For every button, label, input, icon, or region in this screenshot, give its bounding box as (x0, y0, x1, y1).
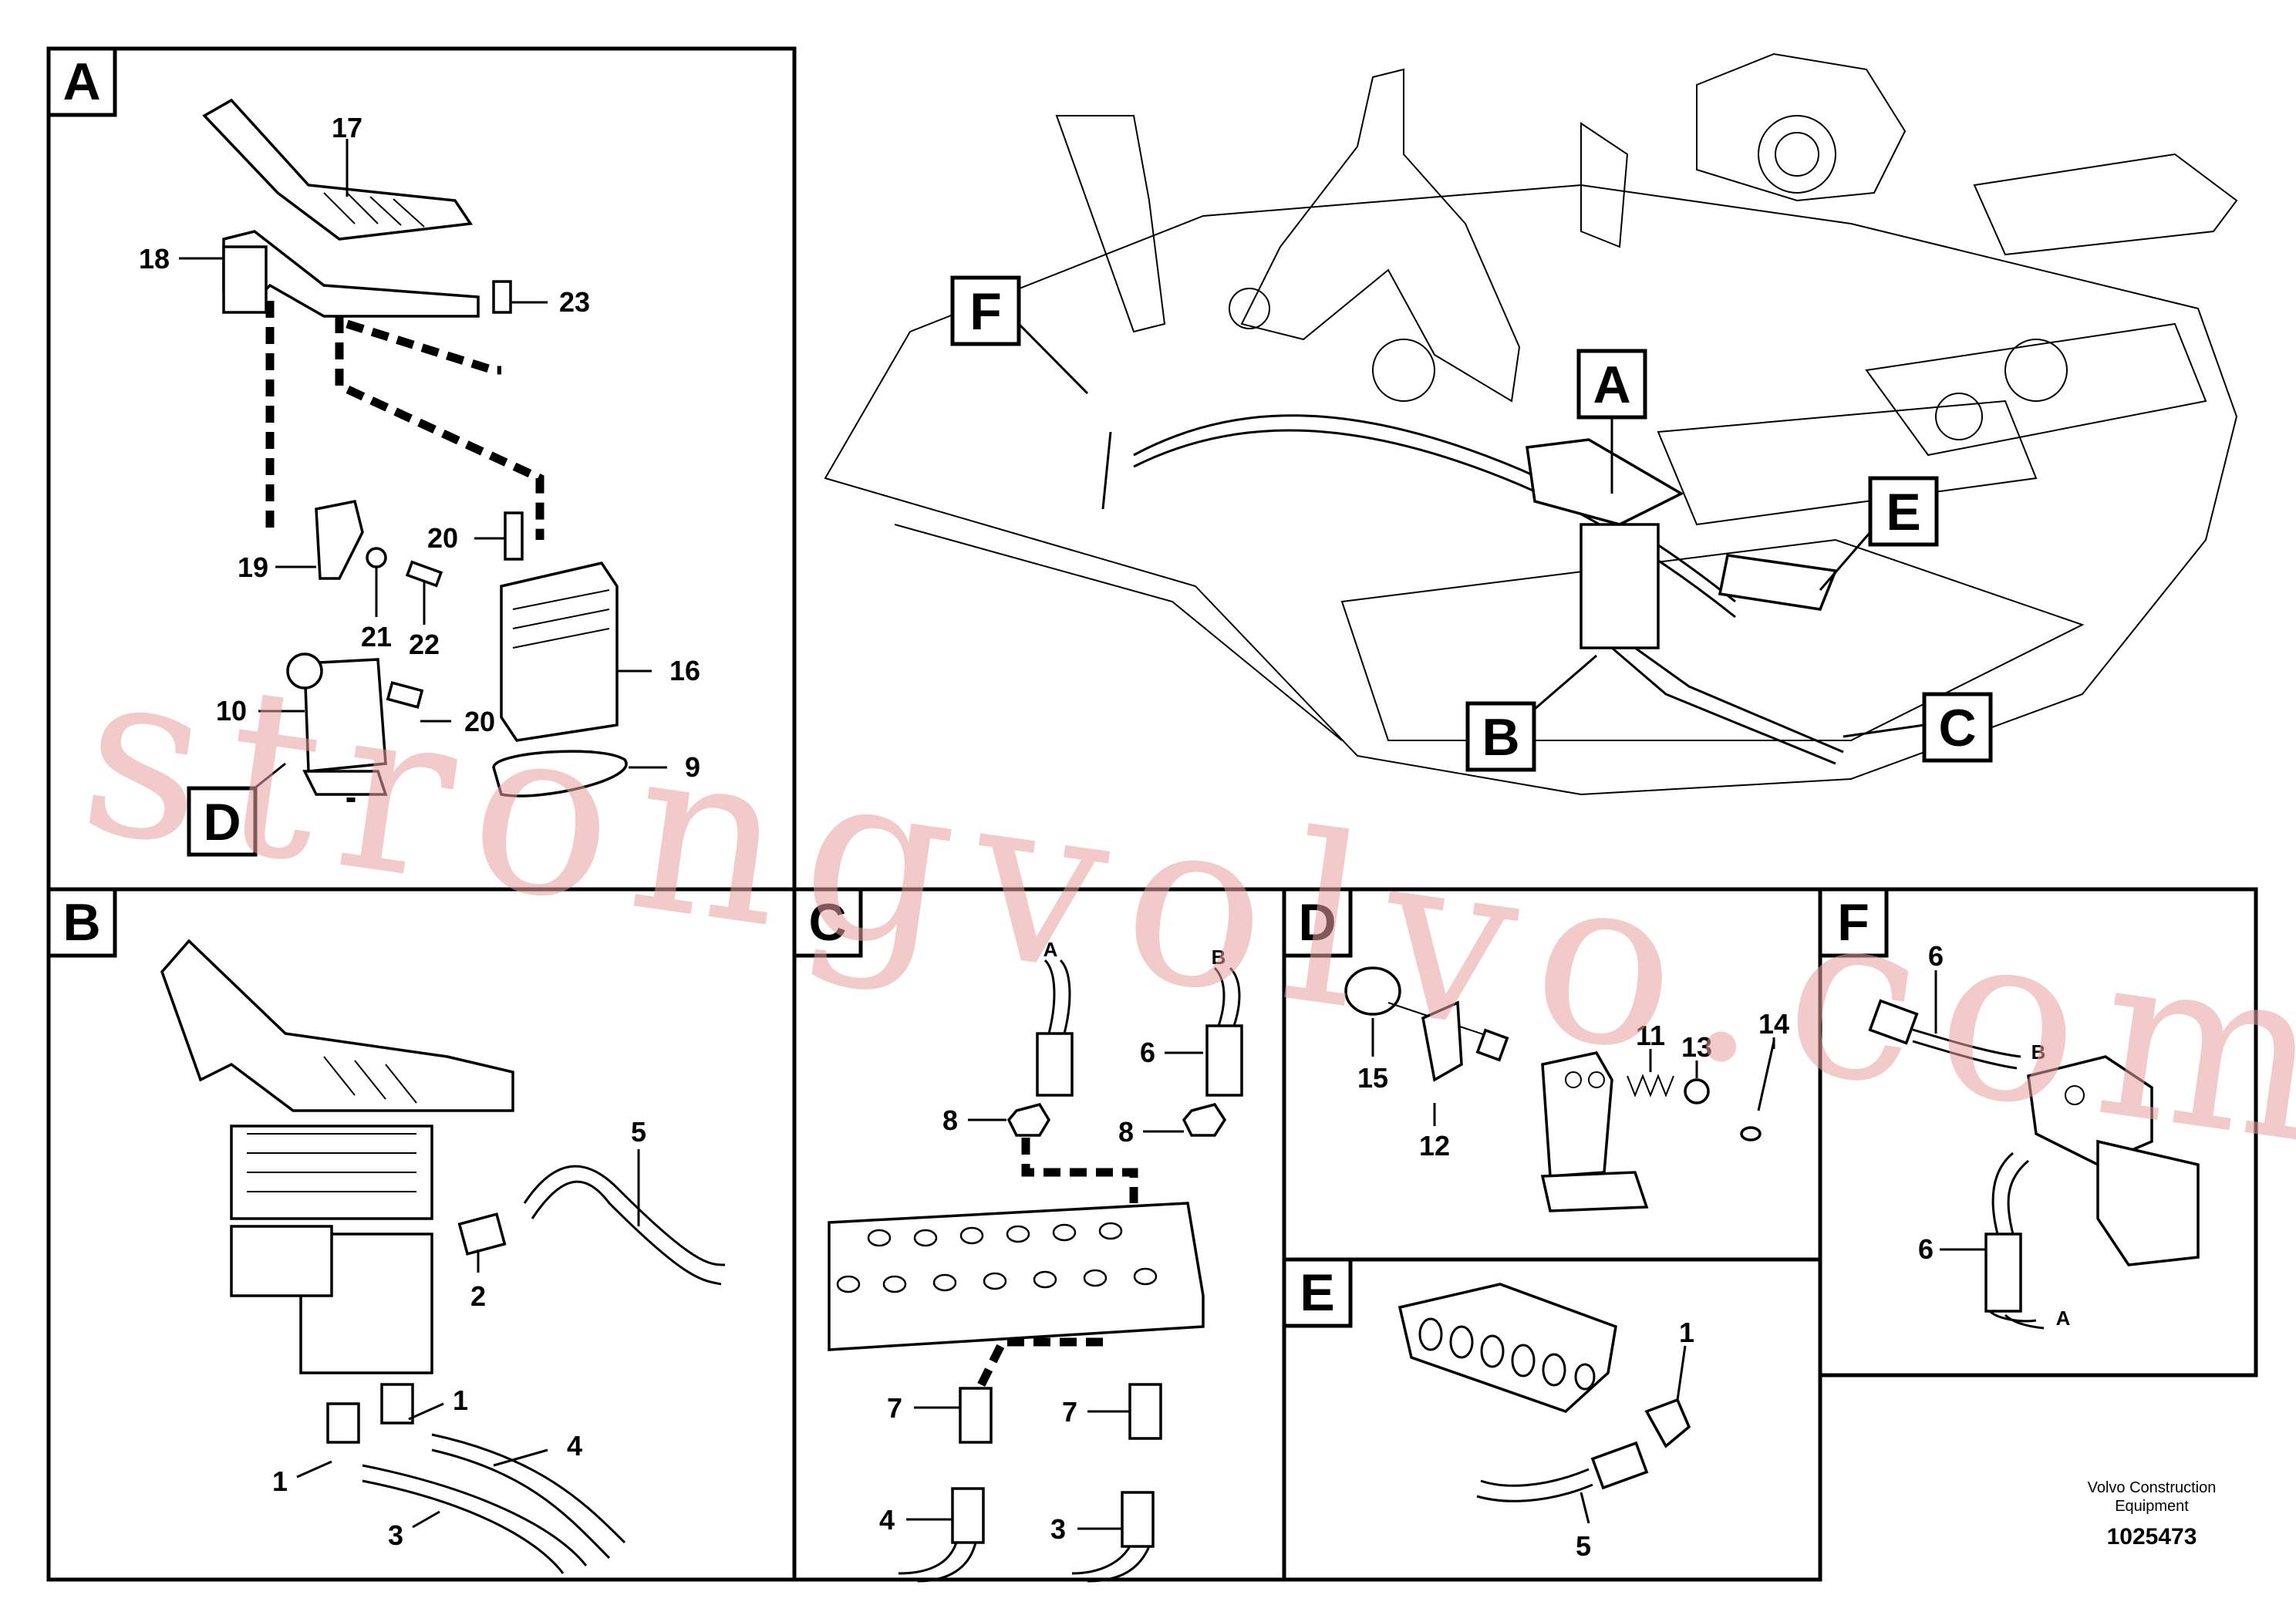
overview-label-a: A (1576, 349, 1647, 494)
svg-text:B: B (62, 893, 100, 952)
svg-text:11: 11 (1636, 1020, 1665, 1051)
footer: Volvo Construction Equipment 1025473 (2088, 1479, 2217, 1549)
svg-text:E: E (1886, 483, 1920, 541)
panel-c-callouts: A B 6 8 8 7 7 4 3 (879, 938, 1226, 1545)
panel-a-illustration (202, 98, 628, 802)
svg-text:15: 15 (1357, 1062, 1388, 1094)
panel-d-callouts: 15 11 13 14 12 (1357, 1008, 1789, 1162)
svg-text:1: 1 (272, 1465, 288, 1497)
panel-letter-b: B (46, 887, 117, 958)
svg-text:12: 12 (1419, 1130, 1450, 1162)
overview-label-f: F (950, 275, 1089, 395)
panel-f-illustration (1868, 999, 2200, 1330)
svg-text:14: 14 (1758, 1008, 1789, 1040)
panel-letter-c: C (792, 887, 863, 958)
svg-text:6: 6 (1928, 940, 1944, 972)
svg-text:3: 3 (388, 1519, 403, 1551)
panel-frames (46, 46, 2258, 1582)
panel-f-callouts: 6 B 6 A (1918, 940, 2071, 1330)
svg-text:17: 17 (332, 112, 362, 143)
panel-e-illustration (1397, 1283, 1691, 1502)
svg-text:F: F (969, 282, 1002, 341)
svg-text:A: A (2056, 1307, 2071, 1330)
svg-text:10: 10 (216, 695, 247, 727)
panel-a-detail-d-label: D (187, 762, 286, 857)
panel-letter-d: D (1282, 887, 1353, 958)
svg-text:3: 3 (1050, 1513, 1066, 1545)
svg-text:B: B (1482, 708, 1519, 767)
panel-d-illustration (1344, 966, 1775, 1212)
svg-text:Volvo Construction: Volvo Construction (2088, 1479, 2217, 1496)
svg-text:6: 6 (1918, 1233, 1934, 1265)
panel-b-illustration (160, 939, 726, 1574)
svg-text:2: 2 (470, 1280, 486, 1312)
svg-text:B: B (1212, 946, 1226, 969)
overview-label-b: B (1465, 654, 1597, 772)
svg-text:20: 20 (427, 522, 458, 554)
svg-text:4: 4 (879, 1504, 895, 1536)
panel-letter-e: E (1282, 1257, 1353, 1328)
panel-c-illustration (828, 959, 1243, 1583)
svg-text:D: D (1298, 893, 1336, 952)
svg-text:6: 6 (1140, 1037, 1155, 1068)
svg-text:A: A (62, 52, 100, 111)
svg-text:D: D (203, 793, 241, 851)
svg-text:4: 4 (567, 1430, 582, 1462)
svg-text:8: 8 (942, 1104, 958, 1136)
svg-text:7: 7 (887, 1392, 902, 1424)
svg-text:5: 5 (1576, 1530, 1591, 1562)
svg-text:F: F (1837, 893, 1870, 952)
part-number: 1025473 (2107, 1524, 2197, 1549)
svg-text:20: 20 (464, 706, 495, 737)
svg-text:1: 1 (453, 1384, 468, 1416)
overview-label-e: E (1819, 476, 1939, 591)
svg-text:Equipment: Equipment (2115, 1498, 2189, 1515)
svg-text:18: 18 (139, 243, 170, 275)
panel-a-callouts: 17 18 23 20 19 21 22 10 20 16 9 (139, 112, 700, 783)
panel-b-callouts: 5 2 1 4 1 3 (272, 1116, 646, 1551)
svg-text:9: 9 (685, 751, 700, 783)
svg-text:A: A (1593, 356, 1630, 414)
svg-text:8: 8 (1118, 1116, 1134, 1148)
svg-text:5: 5 (631, 1116, 646, 1148)
svg-text:7: 7 (1062, 1396, 1077, 1428)
svg-text:C: C (808, 893, 846, 952)
svg-text:19: 19 (238, 551, 268, 583)
svg-text:16: 16 (669, 655, 700, 686)
panel-e-callouts: 1 5 (1576, 1317, 1694, 1562)
svg-text:E: E (1300, 1263, 1334, 1322)
svg-text:1: 1 (1679, 1317, 1694, 1348)
svg-text:22: 22 (409, 629, 440, 660)
svg-text:21: 21 (361, 621, 392, 653)
overview-illustration: F A E B C (824, 52, 2238, 796)
panel-letter-a: A (46, 46, 117, 117)
svg-text:13: 13 (1681, 1031, 1712, 1063)
svg-text:A: A (1043, 938, 1058, 961)
svg-text:C: C (1938, 699, 1976, 757)
panel-letter-f: F (1818, 887, 1889, 958)
svg-text:23: 23 (559, 286, 590, 318)
overview-label-c: C (1843, 692, 1993, 763)
svg-text:B: B (2031, 1040, 2046, 1064)
